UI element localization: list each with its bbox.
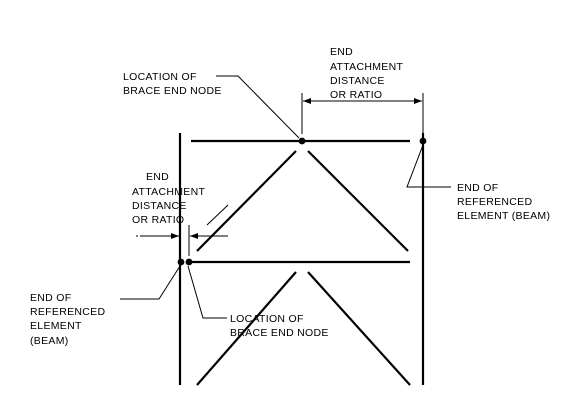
left-dimension-slant <box>206 204 229 226</box>
left-dimension-label: END ATTACHMENT DISTANCE OR RATIO <box>132 171 208 226</box>
right-end-label: END OF REFERENCED ELEMENT (BEAM) <box>457 182 550 222</box>
lower-brace-right <box>307 271 411 386</box>
top-beam-end-node <box>419 137 427 145</box>
top-dimension-label: END ATTACHMENT DISTANCE OR RATIO <box>330 46 406 101</box>
upper-brace-left <box>196 150 297 252</box>
left-brace-end-node <box>185 258 193 266</box>
left-end-leader <box>120 265 181 300</box>
left-end-label: END OF REFERENCED ELEMENT (BEAM) <box>30 292 109 347</box>
bottom-node-label: LOCATION OF BRACE END NODE <box>230 313 329 339</box>
upper-brace-right <box>307 150 409 252</box>
left-beam-end-node <box>177 258 185 266</box>
top-brace-end-node <box>298 137 306 145</box>
top-node-leader <box>216 75 300 139</box>
lower-brace-left <box>196 271 297 386</box>
top-node-label: LOCATION OF BRACE END NODE <box>123 71 222 97</box>
right-end-leader <box>406 144 451 188</box>
bottom-node-leader <box>187 265 227 319</box>
